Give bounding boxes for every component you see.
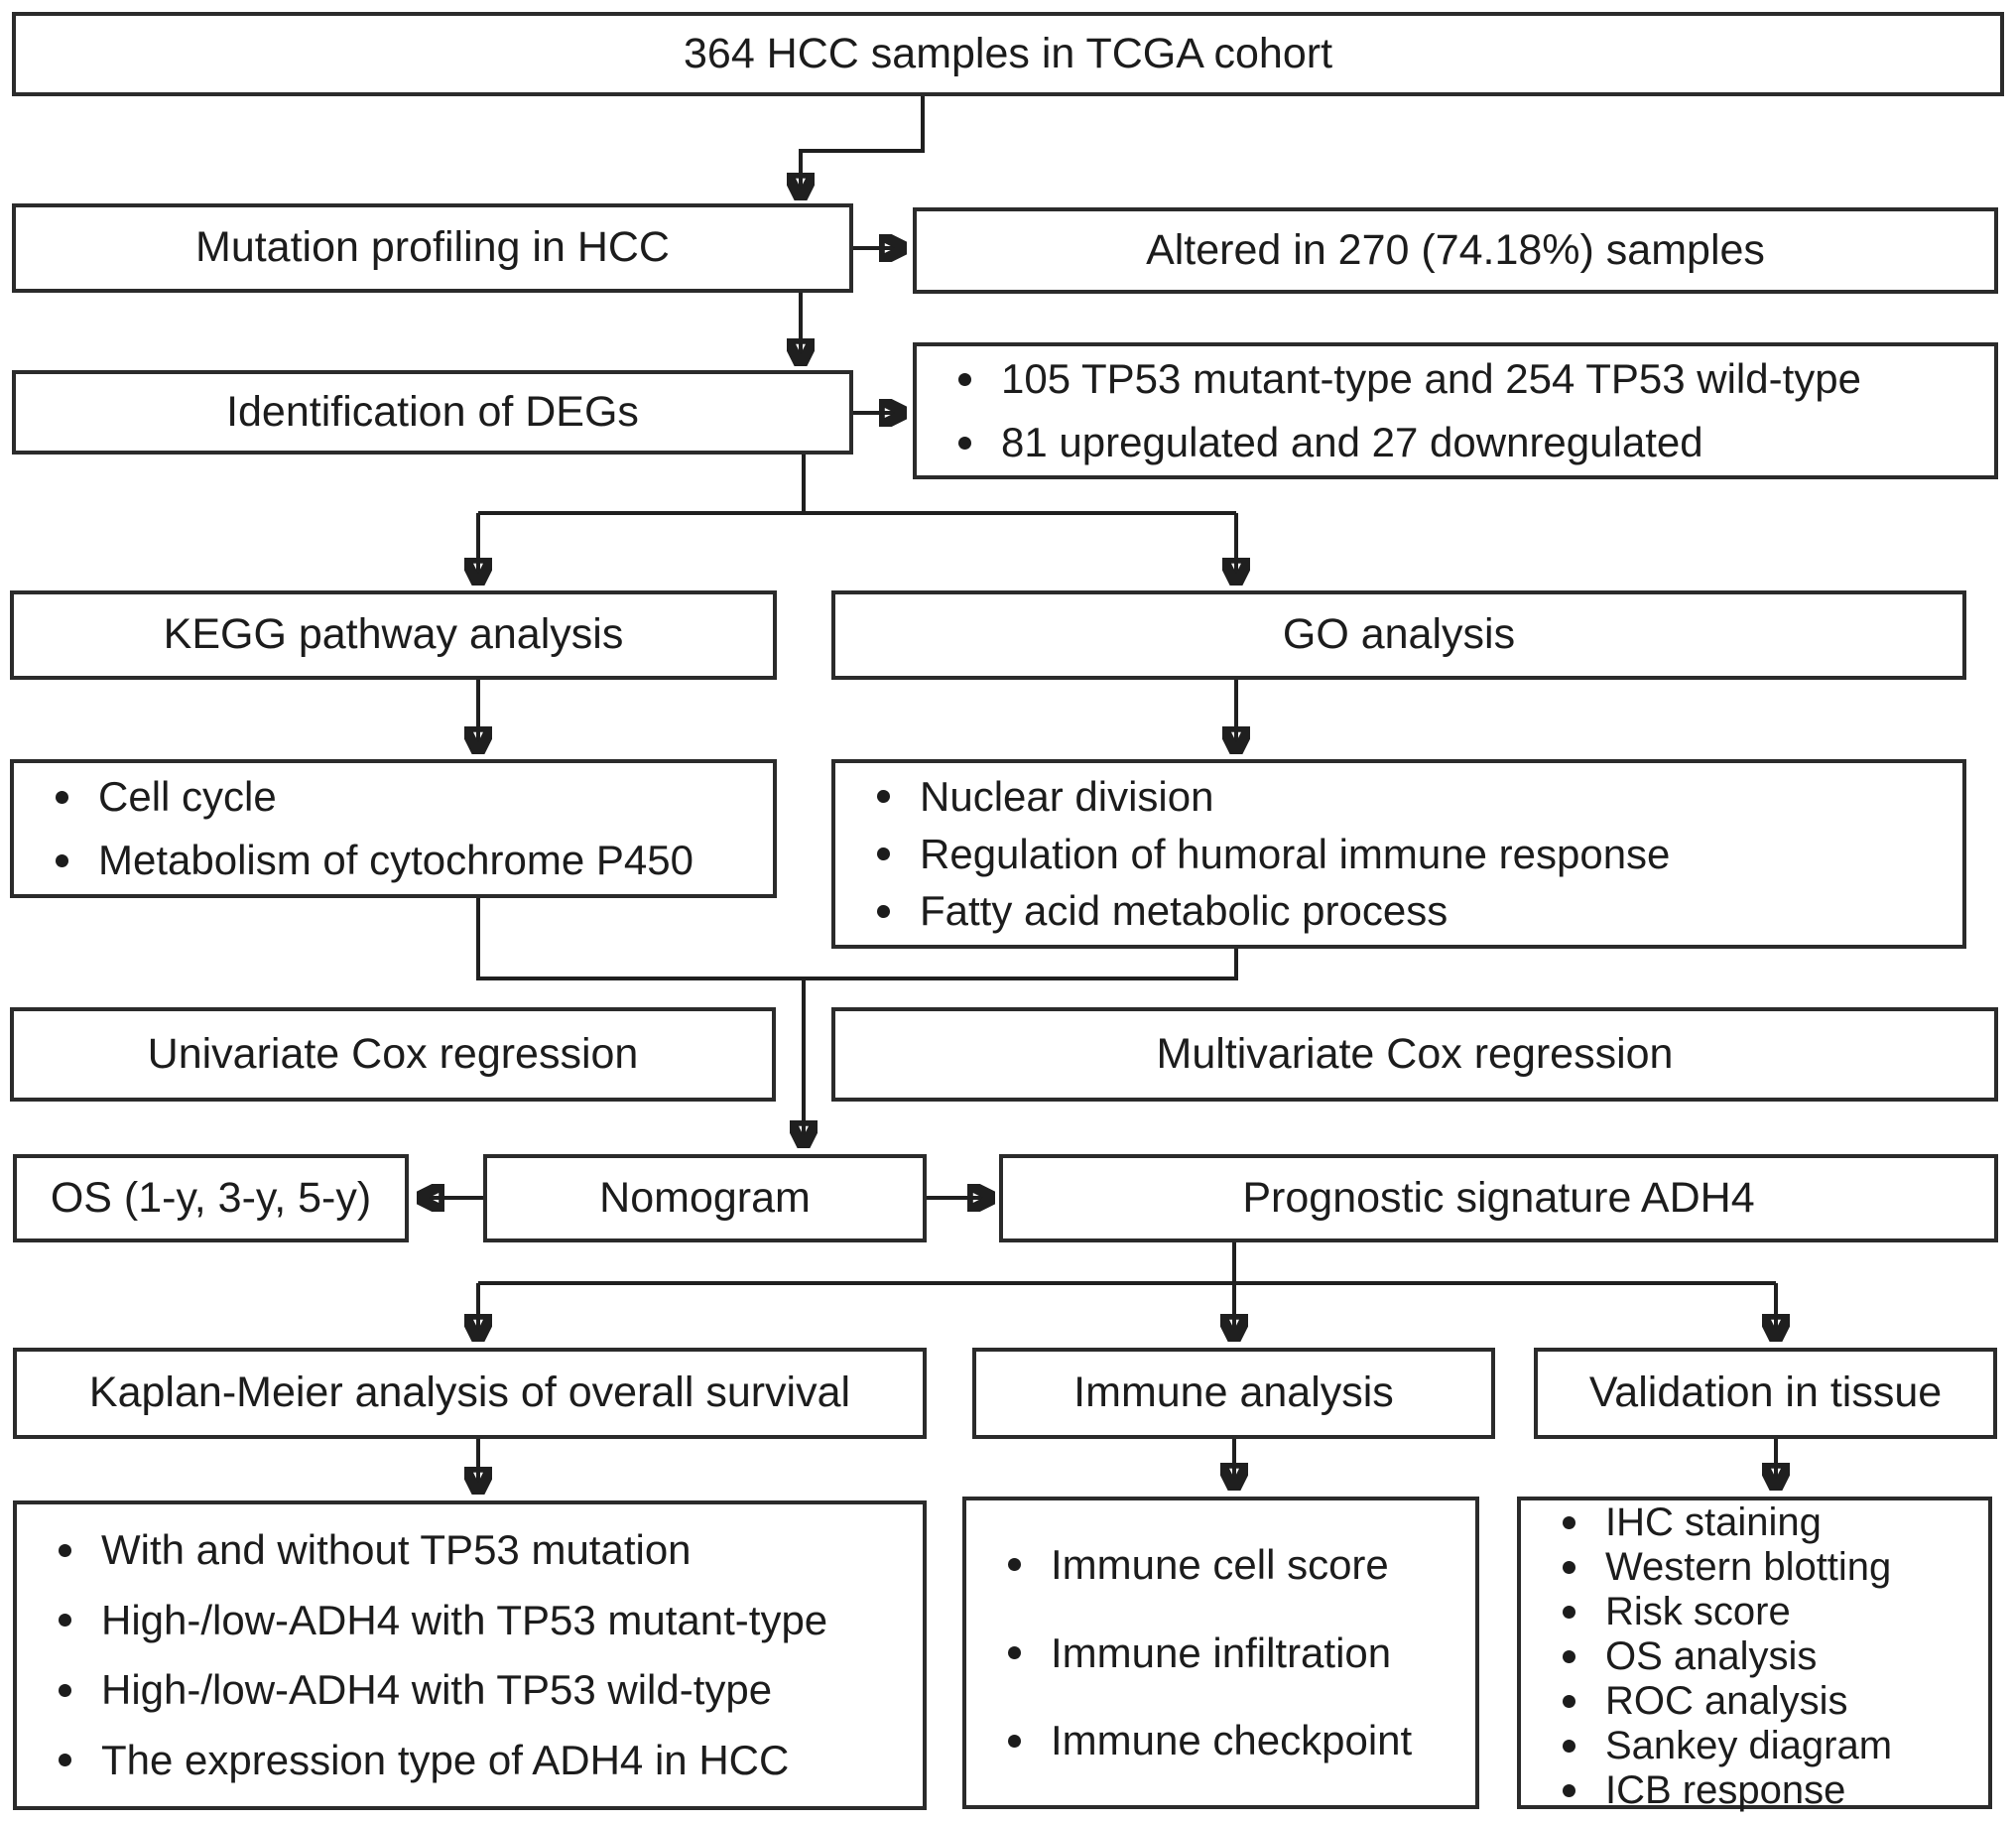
box-os: OS (1-y, 3-y, 5-y) (13, 1154, 409, 1242)
bullet-text: 81 upregulated and 27 downregulated (1001, 419, 1703, 465)
connector-tcga-to-mutation (801, 96, 925, 196)
bullet-item: Nuclear division (877, 773, 1953, 821)
bullet-text: High-/low-ADH4 with TP53 wild-type (101, 1666, 773, 1714)
box-os-label: OS (1-y, 3-y, 5-y) (50, 1173, 372, 1222)
bullet-icon (1563, 1516, 1575, 1529)
bullet-item: High-/low-ADH4 with TP53 wild-type (59, 1666, 913, 1714)
box-immune-analysis: Immune analysis (972, 1348, 1495, 1439)
box-multivariate-cox-label: Multivariate Cox regression (1156, 1029, 1674, 1078)
bullet-text: ICB response (1605, 1768, 1846, 1812)
bullet-text: Cell cycle (98, 773, 277, 820)
box-tcga-cohort-label: 364 HCC samples in TCGA cohort (683, 29, 1333, 77)
box-univariate-cox-label: Univariate Cox regression (147, 1029, 639, 1078)
bullet-text: The expression type of ADH4 in HCC (101, 1736, 790, 1783)
bullet-item: 81 upregulated and 27 downregulated (958, 419, 1984, 466)
bullet-text: IHC staining (1605, 1500, 1822, 1544)
bullet-icon (877, 847, 890, 860)
box-kegg-results: Cell cycle Metabolism of cytochrome P450 (10, 759, 777, 898)
bullet-text: Regulation of humoral immune response (920, 830, 1671, 877)
bullet-text: Immune cell score (1051, 1540, 1389, 1588)
box-validation-tissue: Validation in tissue (1534, 1348, 1997, 1439)
bullet-item: The expression type of ADH4 in HCC (59, 1737, 913, 1784)
bullet-item: Immune cell score (1008, 1541, 1465, 1589)
bullet-text: Fatty acid metabolic process (920, 887, 1449, 935)
box-mutation-profiling-label: Mutation profiling in HCC (195, 223, 670, 272)
bullet-icon (59, 1683, 71, 1697)
bullet-item: Metabolism of cytochrome P450 (56, 837, 763, 884)
bullet-text: With and without TP53 mutation (101, 1526, 692, 1574)
bullet-text: 105 TP53 mutant-type and 254 TP53 wild-t… (1001, 355, 1861, 402)
bullet-item: 105 TP53 mutant-type and 254 TP53 wild-t… (958, 355, 1984, 403)
bullet-icon (1563, 1695, 1575, 1708)
box-km-results: With and without TP53 mutation High-/low… (13, 1500, 927, 1810)
bullet-icon (59, 1543, 71, 1557)
bullet-item: High-/low-ADH4 with TP53 mutant-type (59, 1597, 913, 1644)
bullet-text: Immune checkpoint (1051, 1717, 1413, 1764)
box-altered-samples: Altered in 270 (74.18%) samples (913, 207, 1998, 294)
bullet-icon (59, 1754, 71, 1767)
box-tcga-cohort: 364 HCC samples in TCGA cohort (12, 12, 2004, 96)
bullet-text: Immune infiltration (1051, 1629, 1392, 1676)
bullet-icon (1008, 1734, 1021, 1748)
box-immune-results: Immune cell score Immune infiltration Im… (962, 1497, 1479, 1809)
bullet-item: Regulation of humoral immune response (877, 831, 1953, 878)
bullet-text: OS analysis (1605, 1634, 1818, 1678)
bullet-text: Nuclear division (920, 772, 1214, 820)
box-go-analysis-label: GO analysis (1282, 610, 1516, 659)
box-validation-tissue-label: Validation in tissue (1588, 1368, 1943, 1417)
bullet-item: Sankey diagram (1563, 1724, 1978, 1768)
box-identification-degs-label: Identification of DEGs (226, 387, 639, 436)
box-kaplan-meier: Kaplan-Meier analysis of overall surviva… (13, 1348, 927, 1439)
bullet-icon (1563, 1740, 1575, 1753)
bullet-icon (59, 1614, 71, 1628)
bullet-icon (1563, 1784, 1575, 1797)
bullet-text: High-/low-ADH4 with TP53 mutant-type (101, 1596, 828, 1643)
bullet-icon (958, 436, 971, 450)
box-deg-results: 105 TP53 mutant-type and 254 TP53 wild-t… (913, 342, 1998, 479)
bullet-icon (56, 790, 68, 804)
bullet-item: Cell cycle (56, 773, 763, 821)
box-identification-degs: Identification of DEGs (12, 370, 853, 455)
box-altered-samples-label: Altered in 270 (74.18%) samples (1146, 225, 1765, 274)
bullet-item: Fatty acid metabolic process (877, 887, 1953, 935)
bullet-icon (1563, 1650, 1575, 1663)
box-kegg-analysis-label: KEGG pathway analysis (163, 610, 624, 659)
bullet-item: Immune checkpoint (1008, 1717, 1465, 1764)
bullet-text: Metabolism of cytochrome P450 (98, 837, 693, 883)
bullet-item: Risk score (1563, 1590, 1978, 1634)
bullet-item: OS analysis (1563, 1634, 1978, 1679)
box-nomogram-label: Nomogram (599, 1173, 811, 1222)
bullet-icon (1008, 1558, 1021, 1572)
bullet-text: Sankey diagram (1605, 1724, 1893, 1767)
bullet-icon (1563, 1561, 1575, 1574)
box-go-analysis: GO analysis (831, 590, 1966, 680)
bullet-item: Western blotting (1563, 1545, 1978, 1590)
bullet-item: IHC staining (1563, 1500, 1978, 1545)
bullet-icon (877, 904, 890, 918)
box-go-results: Nuclear division Regulation of humoral i… (831, 759, 1966, 949)
bullet-item: With and without TP53 mutation (59, 1526, 913, 1574)
box-univariate-cox: Univariate Cox regression (10, 1007, 776, 1102)
box-prognostic-signature-label: Prognostic signature ADH4 (1242, 1173, 1755, 1222)
bullet-icon (1563, 1606, 1575, 1619)
bullet-icon (56, 853, 68, 867)
bullet-item: ROC analysis (1563, 1679, 1978, 1724)
bullet-item: ICB response (1563, 1768, 1978, 1813)
bullet-text: Western blotting (1605, 1545, 1892, 1589)
box-nomogram: Nomogram (483, 1154, 927, 1242)
bullet-text: Risk score (1605, 1590, 1791, 1633)
box-validation-results: IHC staining Western blotting Risk score… (1517, 1497, 1992, 1812)
box-immune-analysis-label: Immune analysis (1073, 1368, 1394, 1417)
box-kegg-analysis: KEGG pathway analysis (10, 590, 777, 680)
box-prognostic-signature: Prognostic signature ADH4 (999, 1154, 1998, 1242)
box-mutation-profiling: Mutation profiling in HCC (12, 203, 853, 293)
bullet-icon (1008, 1646, 1021, 1659)
bullet-item: Immune infiltration (1008, 1629, 1465, 1677)
box-multivariate-cox: Multivariate Cox regression (831, 1007, 1998, 1102)
bullet-icon (877, 790, 890, 804)
bullet-text: ROC analysis (1605, 1679, 1848, 1723)
bullet-icon (958, 372, 971, 386)
box-kaplan-meier-label: Kaplan-Meier analysis of overall surviva… (88, 1368, 851, 1417)
